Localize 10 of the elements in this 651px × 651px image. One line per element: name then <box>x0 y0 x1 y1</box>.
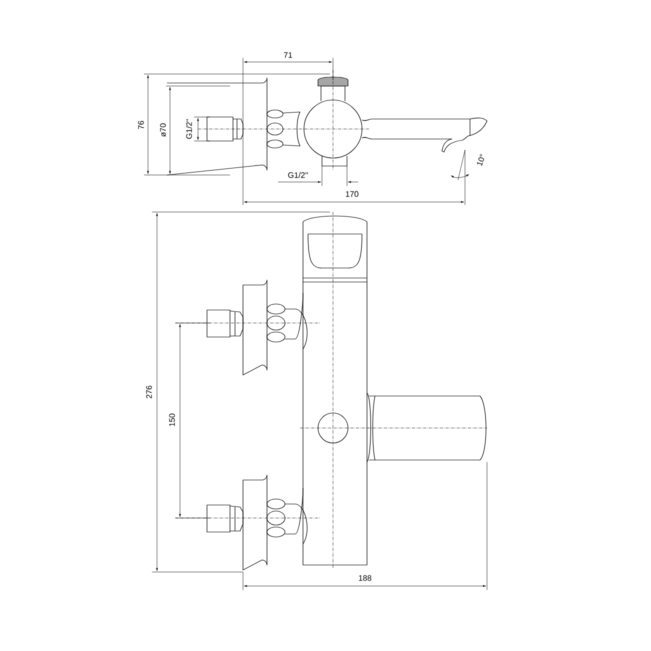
dimension-label: 10° <box>477 154 484 166</box>
dimension-label: 170 <box>346 191 358 197</box>
dimension-label: G1/2'' <box>186 119 192 139</box>
dimension-label: 150 <box>169 414 175 426</box>
dimension-label: 188 <box>358 575 372 581</box>
dimension-label: 71 <box>284 52 292 58</box>
dimension-label: ø70 <box>160 123 166 137</box>
dimension-label: G1/2'' <box>288 172 308 178</box>
dimension-label: 276 <box>146 386 152 398</box>
dimension-label: 76 <box>138 120 144 130</box>
